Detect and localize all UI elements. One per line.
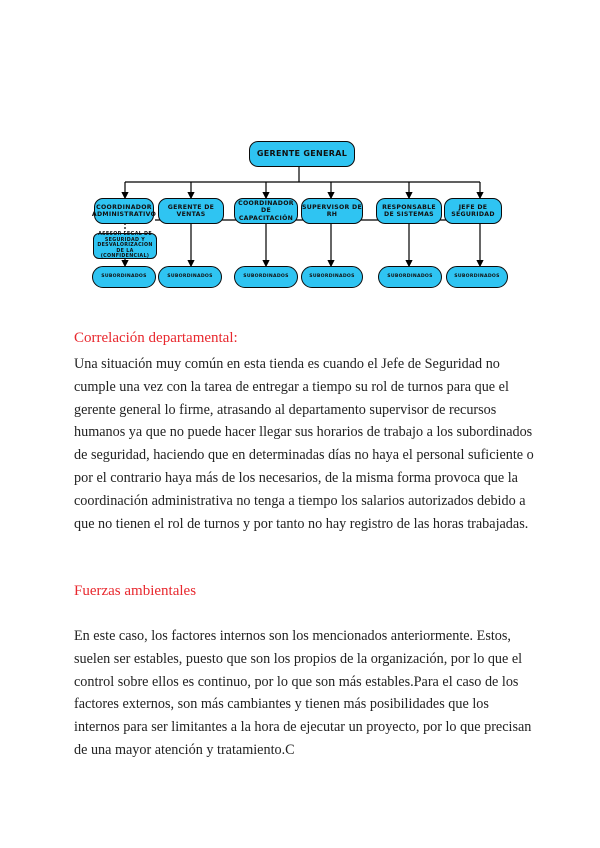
subordinados-box: SUBORDINADOS (158, 266, 222, 288)
org-chart: GERENTE GENERAL COORDINADOR ADMINISTRATI… (0, 0, 600, 310)
correlacion-paragraph: Una situación muy común en esta tienda e… (74, 356, 534, 532)
coordinador-capacitacion-box: COORDINADOR DE CAPACITACIÓN (234, 198, 298, 224)
responsable-sistemas-box: RESPONSABLE DE SISTEMAS (376, 198, 442, 224)
correlacion-heading: Correlación departamental: (74, 330, 238, 346)
subordinados-box: SUBORDINADOS (92, 266, 156, 288)
asesor-legal-box: ASESOR LEGAL DE SEGURIDAD Y DESVALORIZAC… (93, 232, 157, 259)
subordinados-box: SUBORDINADOS (301, 266, 363, 288)
gerente-ventas-box: GERENTE DE VENTAS (158, 198, 224, 224)
subordinados-box: SUBORDINADOS (234, 266, 298, 288)
coordinador-administrativo-box: COORDINADOR ADMINISTRATIVO (92, 198, 156, 224)
jefe-seguridad-box: JEFE DE SEGURIDAD (444, 198, 502, 224)
fuerzas-heading: Fuerzas ambientales (74, 583, 197, 599)
fuerzas-paragraph: En este caso, los factores internos son … (74, 628, 532, 758)
subordinados-box: SUBORDINADOS (446, 266, 508, 288)
subordinados-box: SUBORDINADOS (378, 266, 442, 288)
supervisor-rh-box: SUPERVISOR DE RH (301, 198, 363, 224)
gerente-general-box: GERENTE GENERAL (249, 141, 355, 167)
